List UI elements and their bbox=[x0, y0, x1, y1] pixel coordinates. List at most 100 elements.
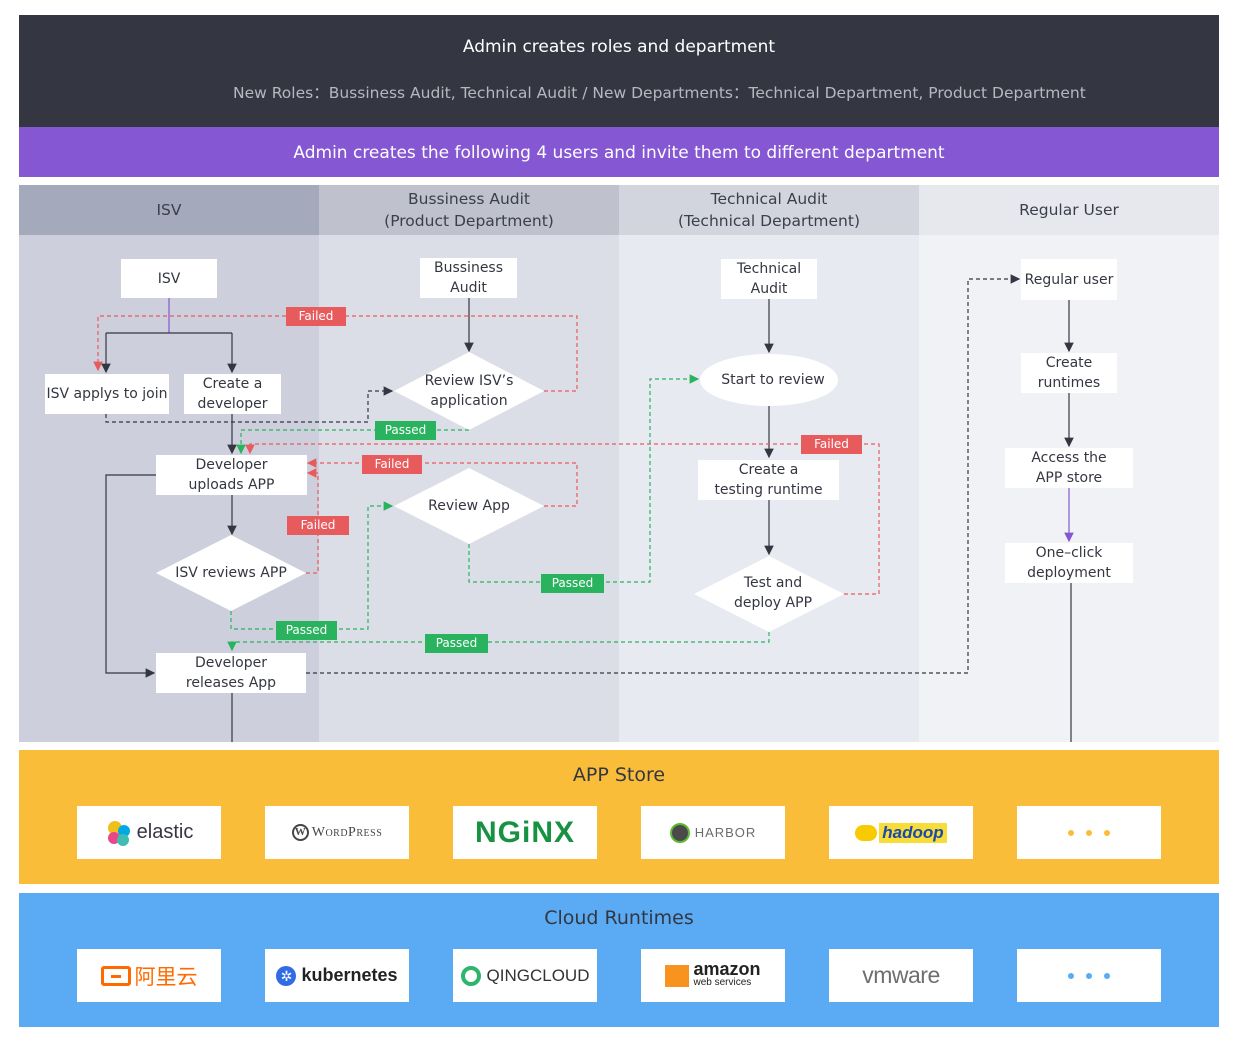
node-label: ISV bbox=[157, 270, 181, 287]
aws-icon bbox=[665, 964, 690, 987]
label-start-review: Start to review bbox=[704, 370, 842, 390]
node-label: APP store bbox=[1035, 470, 1103, 486]
node-label: developer bbox=[197, 396, 268, 412]
node-label: uploads APP bbox=[188, 477, 275, 493]
lane-title: Regular User bbox=[1019, 201, 1119, 219]
node-label: Audit bbox=[750, 281, 788, 297]
tag-failed: Failed bbox=[801, 435, 862, 454]
node-label: Start to review bbox=[721, 372, 825, 388]
tag-passed: Passed bbox=[541, 574, 604, 593]
node-label: deploy APP bbox=[733, 595, 813, 611]
tag-failed: Failed bbox=[287, 516, 349, 535]
logo-aws: amazon web services bbox=[641, 949, 785, 1002]
tag-failed: Failed bbox=[286, 307, 346, 326]
diamond-review-isv bbox=[394, 352, 544, 430]
wordpress-icon: W bbox=[291, 824, 309, 841]
node-label: ISV applys to join bbox=[46, 386, 168, 402]
cloud-runtimes-band: Cloud Runtimes 阿里云 ✲ kubernetes QINGCLOU… bbox=[19, 893, 1219, 1027]
lane-title: Technical Audit bbox=[710, 190, 828, 208]
label-test-deploy: Test and deploy APP bbox=[708, 573, 838, 613]
logo-qingcloud: QINGCLOUD bbox=[453, 949, 597, 1002]
node-create-testing-runtime: Create a testing runtime bbox=[698, 460, 839, 500]
qingcloud-icon bbox=[460, 965, 481, 986]
logo-text: HARBOR bbox=[694, 825, 757, 840]
node-label: One–click bbox=[1035, 545, 1103, 561]
node-isv-apply: ISV applys to join bbox=[45, 374, 169, 414]
label-review-isv: Review ISV’s application bbox=[404, 371, 534, 411]
hadoop-icon bbox=[855, 824, 878, 841]
logo-nginx: NGiNX bbox=[453, 806, 597, 859]
node-label: deployment bbox=[1027, 565, 1111, 581]
tag-passed: Passed bbox=[276, 621, 337, 640]
dot-icon bbox=[1104, 829, 1110, 836]
node-label: Test and bbox=[743, 575, 803, 591]
node-label: Technical bbox=[736, 261, 802, 277]
logo-wordpress: W WordPress bbox=[265, 806, 409, 859]
node-label: Developer bbox=[194, 655, 267, 671]
logo-hadoop: hadoop bbox=[829, 806, 973, 859]
logo-text: 阿里云 bbox=[134, 964, 198, 989]
logo-kubernetes: ✲ kubernetes bbox=[265, 949, 409, 1002]
node-label: Access the bbox=[1031, 450, 1107, 466]
logo-text: QINGCLOUD bbox=[486, 965, 590, 985]
elastic-icon bbox=[107, 820, 130, 846]
lane-title: ISV bbox=[156, 201, 182, 219]
lane-title: Bussiness Audit bbox=[407, 190, 530, 208]
node-label: testing runtime bbox=[714, 482, 823, 498]
diamond-review-app bbox=[394, 468, 544, 544]
app-store-title: APP Store bbox=[572, 764, 666, 786]
label-review-app: Review App bbox=[404, 496, 534, 516]
label-isv-reviews-app: ISV reviews APP bbox=[161, 563, 301, 583]
lane-header-business-audit: Bussiness Audit (Product Department) bbox=[319, 185, 619, 235]
node-label: Create a bbox=[738, 462, 799, 478]
node-label: Regular user bbox=[1024, 271, 1114, 288]
lane-header-regular-user: Regular User bbox=[919, 185, 1219, 235]
aliyun-icon bbox=[100, 965, 131, 986]
logo-text: kubernetes bbox=[301, 965, 398, 985]
node-label: ISV reviews APP bbox=[175, 565, 287, 581]
node-label: Review ISV’s bbox=[424, 373, 514, 389]
ellipse-start-review bbox=[700, 354, 838, 406]
banner: Admin creates the following 4 users and … bbox=[19, 127, 1219, 177]
kubernetes-icon: ✲ bbox=[276, 965, 297, 986]
header-title: Admin creates roles and department bbox=[462, 37, 776, 57]
tag-passed: Passed bbox=[375, 421, 436, 440]
tag-passed: Passed bbox=[425, 634, 488, 653]
node-label: application bbox=[430, 393, 508, 409]
dot-icon bbox=[1104, 972, 1110, 979]
logo-elastic: elastic bbox=[77, 806, 221, 859]
logo-text: vmware bbox=[862, 962, 940, 988]
header-subtitle: New Roles：Bussiness Audit, Technical Aud… bbox=[233, 84, 1086, 102]
dot-icon bbox=[1068, 972, 1074, 979]
logo-text: amazon bbox=[693, 958, 761, 979]
cloud-runtimes-title: Cloud Runtimes bbox=[544, 907, 694, 929]
node-label: Create a bbox=[202, 376, 263, 392]
node-label: Audit bbox=[450, 280, 487, 296]
more-runtimes bbox=[1017, 949, 1161, 1002]
node-isv: ISV bbox=[121, 259, 217, 298]
logo-text: WordPress bbox=[311, 824, 383, 840]
dot-icon bbox=[1086, 972, 1092, 979]
node-create-runtimes: Create runtimes bbox=[1021, 353, 1117, 393]
node-regular-user: Regular user bbox=[1021, 259, 1117, 300]
app-store-band: APP Store elastic W WordPress NGiNX HARB… bbox=[19, 750, 1219, 884]
logo-vmware: vmware bbox=[829, 949, 973, 1002]
diamond-isv-review bbox=[156, 535, 306, 611]
node-label: runtimes bbox=[1037, 375, 1101, 391]
logo-aliyun: 阿里云 bbox=[77, 949, 221, 1002]
logo-text: hadoop bbox=[879, 822, 947, 843]
node-label: Create bbox=[1045, 355, 1093, 371]
logo-text: elastic bbox=[136, 821, 194, 843]
harbor-icon bbox=[669, 822, 690, 843]
lane-header-isv: ISV bbox=[19, 185, 319, 235]
node-one-click-deployment: One–click deployment bbox=[1005, 543, 1133, 583]
tag-failed: Failed bbox=[362, 455, 422, 474]
lane-subtitle: (Product Department) bbox=[384, 212, 554, 230]
node-label: releases App bbox=[185, 675, 277, 691]
dot-icon bbox=[1086, 829, 1092, 836]
